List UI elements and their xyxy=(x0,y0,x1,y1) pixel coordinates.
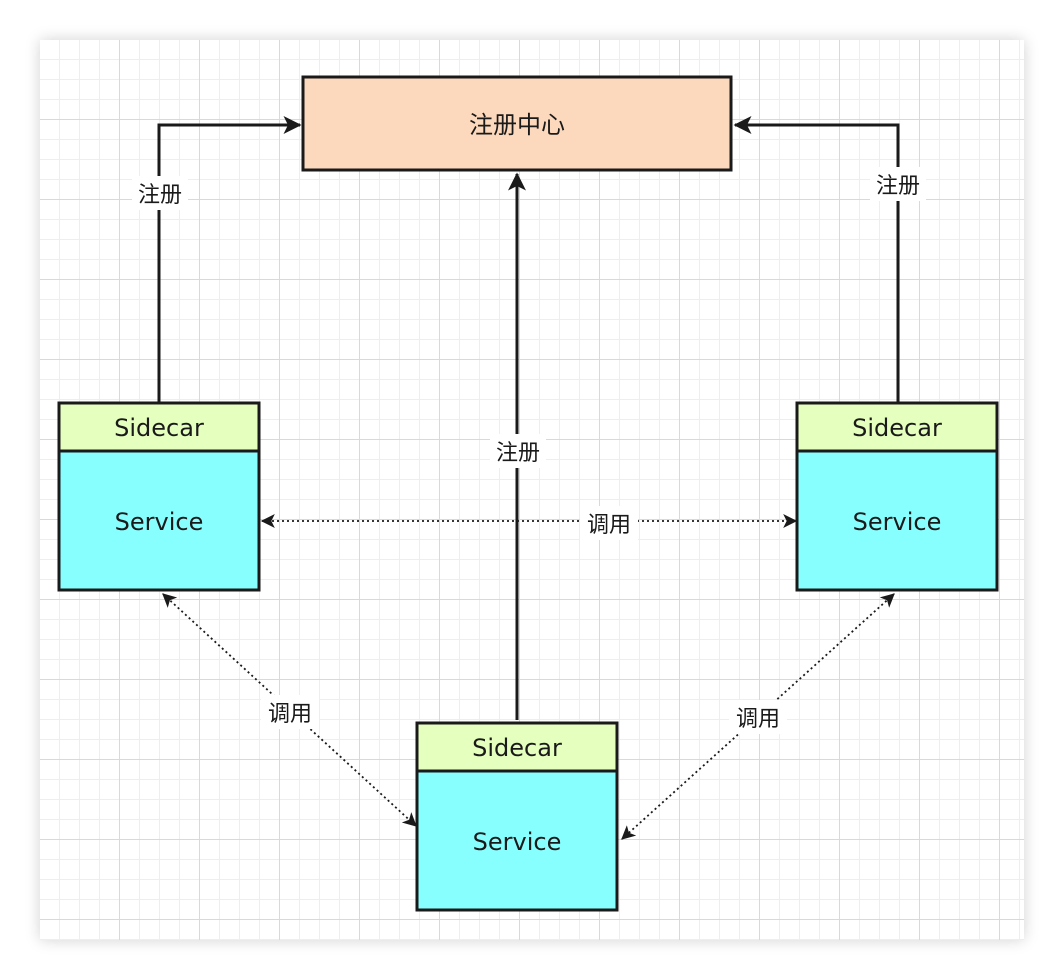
label-call-right-bottom-text: 调用 xyxy=(736,707,780,732)
label-call-left-bottom: 调用 xyxy=(261,695,319,729)
edge-register-left xyxy=(157,116,302,402)
label-register-left: 注册 xyxy=(132,176,188,210)
label-register-bottom-text: 注册 xyxy=(496,441,540,466)
node-right[interactable]: Sidecar Service xyxy=(795,401,999,592)
node-left-sidecar-label: Sidecar xyxy=(114,414,204,442)
node-bottom-service[interactable] xyxy=(415,769,619,912)
node-left-sidecar[interactable] xyxy=(57,401,261,453)
edge-call-right-bottom xyxy=(621,593,895,840)
label-call-left-right: 调用 xyxy=(580,506,638,540)
node-bottom[interactable]: Sidecar Service xyxy=(415,721,619,912)
edge-register-right xyxy=(733,116,900,402)
node-right-service-label: Service xyxy=(853,508,942,536)
registry-label: 注册中心 xyxy=(469,111,565,139)
node-right-sidecar-label: Sidecar xyxy=(852,414,942,442)
node-bottom-sidecar[interactable] xyxy=(415,721,619,773)
node-left[interactable]: Sidecar Service xyxy=(57,401,261,592)
node-right-service[interactable] xyxy=(795,449,999,592)
node-right-sidecar[interactable] xyxy=(795,401,999,453)
label-register-right-text: 注册 xyxy=(876,174,920,199)
label-call-left-bottom-text: 调用 xyxy=(268,702,312,727)
registry-box[interactable]: 注册中心 xyxy=(301,75,733,172)
label-call-left-right-text: 调用 xyxy=(587,513,631,538)
node-bottom-sidecar-label: Sidecar xyxy=(472,734,562,762)
node-bottom-service-label: Service xyxy=(473,828,562,856)
label-register-bottom: 注册 xyxy=(490,434,546,468)
label-register-left-text: 注册 xyxy=(138,183,182,208)
label-register-right: 注册 xyxy=(870,167,926,201)
node-left-service-label: Service xyxy=(115,508,204,536)
label-call-right-bottom: 调用 xyxy=(729,700,787,734)
node-left-service[interactable] xyxy=(57,449,261,592)
